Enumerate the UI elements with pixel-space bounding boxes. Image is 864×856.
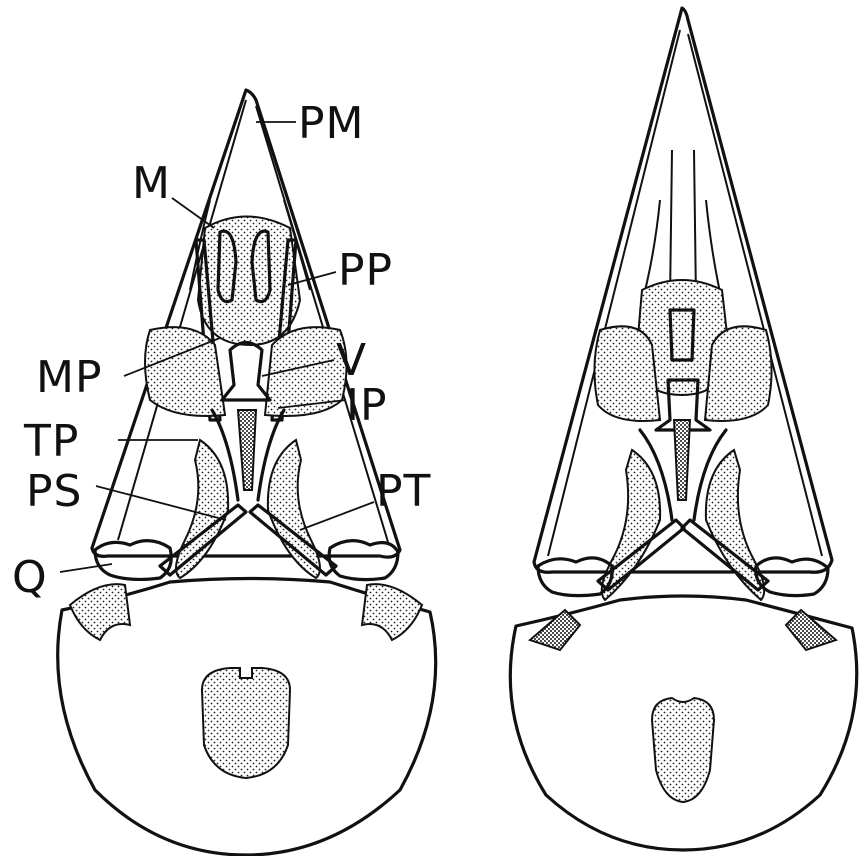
label-v: V bbox=[336, 335, 367, 386]
label-ip: IP bbox=[346, 380, 388, 431]
label-q: Q bbox=[12, 552, 48, 603]
label-pp: PP bbox=[338, 245, 393, 296]
right-quadrate-r bbox=[756, 558, 828, 596]
label-m: M bbox=[132, 158, 171, 209]
right-parasphenoid bbox=[674, 420, 690, 500]
label-ps: PS bbox=[26, 466, 82, 517]
left-parasphenoid bbox=[238, 410, 256, 490]
label-pm: PM bbox=[298, 98, 365, 149]
right-lateral-wing-l bbox=[594, 326, 660, 421]
label-pt: PT bbox=[376, 466, 431, 517]
left-quadrate-r bbox=[329, 541, 398, 580]
right-foramen-magnum bbox=[652, 698, 714, 802]
left-foramen-magnum bbox=[202, 668, 290, 778]
label-tp: TP bbox=[23, 416, 79, 467]
left-lateral-wing-r bbox=[265, 327, 347, 416]
right-skull bbox=[510, 8, 856, 850]
label-mp: MP bbox=[36, 352, 103, 403]
right-lateral-wing-r bbox=[705, 326, 772, 421]
left-quadrate-l bbox=[95, 541, 171, 580]
